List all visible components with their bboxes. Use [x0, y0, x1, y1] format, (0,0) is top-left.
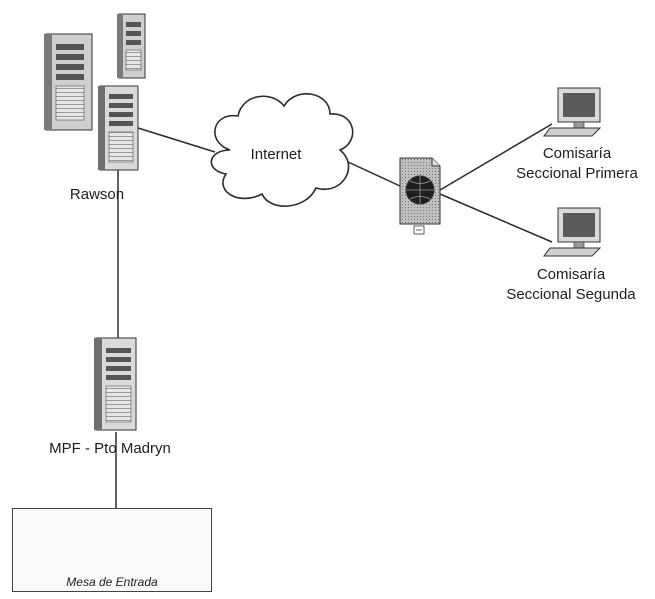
mesa-de-entrada-box — [12, 508, 212, 592]
server-icon — [44, 33, 93, 131]
workstation-icon — [543, 207, 602, 257]
label-rawson: Rawson — [69, 186, 125, 203]
label-comisaria-segunda-line2: Seccional Segunda — [506, 286, 636, 303]
label-comisaria-primera-line2: Seccional Primera — [516, 165, 638, 182]
label-comisaria-segunda-line1: Comisaría — [536, 266, 606, 283]
label-internet: Internet — [250, 146, 302, 163]
server-icon — [94, 337, 137, 431]
label-mesa-de-entrada: Mesa de Entrada — [66, 575, 158, 589]
link-firewall-comisaria-segunda — [439, 193, 553, 243]
firewall-icon — [399, 157, 441, 235]
internet-cloud-icon — [210, 93, 354, 207]
server-icon — [117, 13, 146, 79]
label-comisaria-primera-line1: Comisaría — [542, 145, 612, 162]
label-mpf-pto-madryn: MPF - Pto Madryn — [49, 440, 171, 457]
workstation-icon — [543, 87, 602, 137]
link-rawson-internet — [137, 127, 216, 153]
server-icon — [98, 85, 139, 171]
rawson-server-cluster — [44, 13, 146, 171]
link-firewall-comisaria-primera — [439, 123, 553, 191]
